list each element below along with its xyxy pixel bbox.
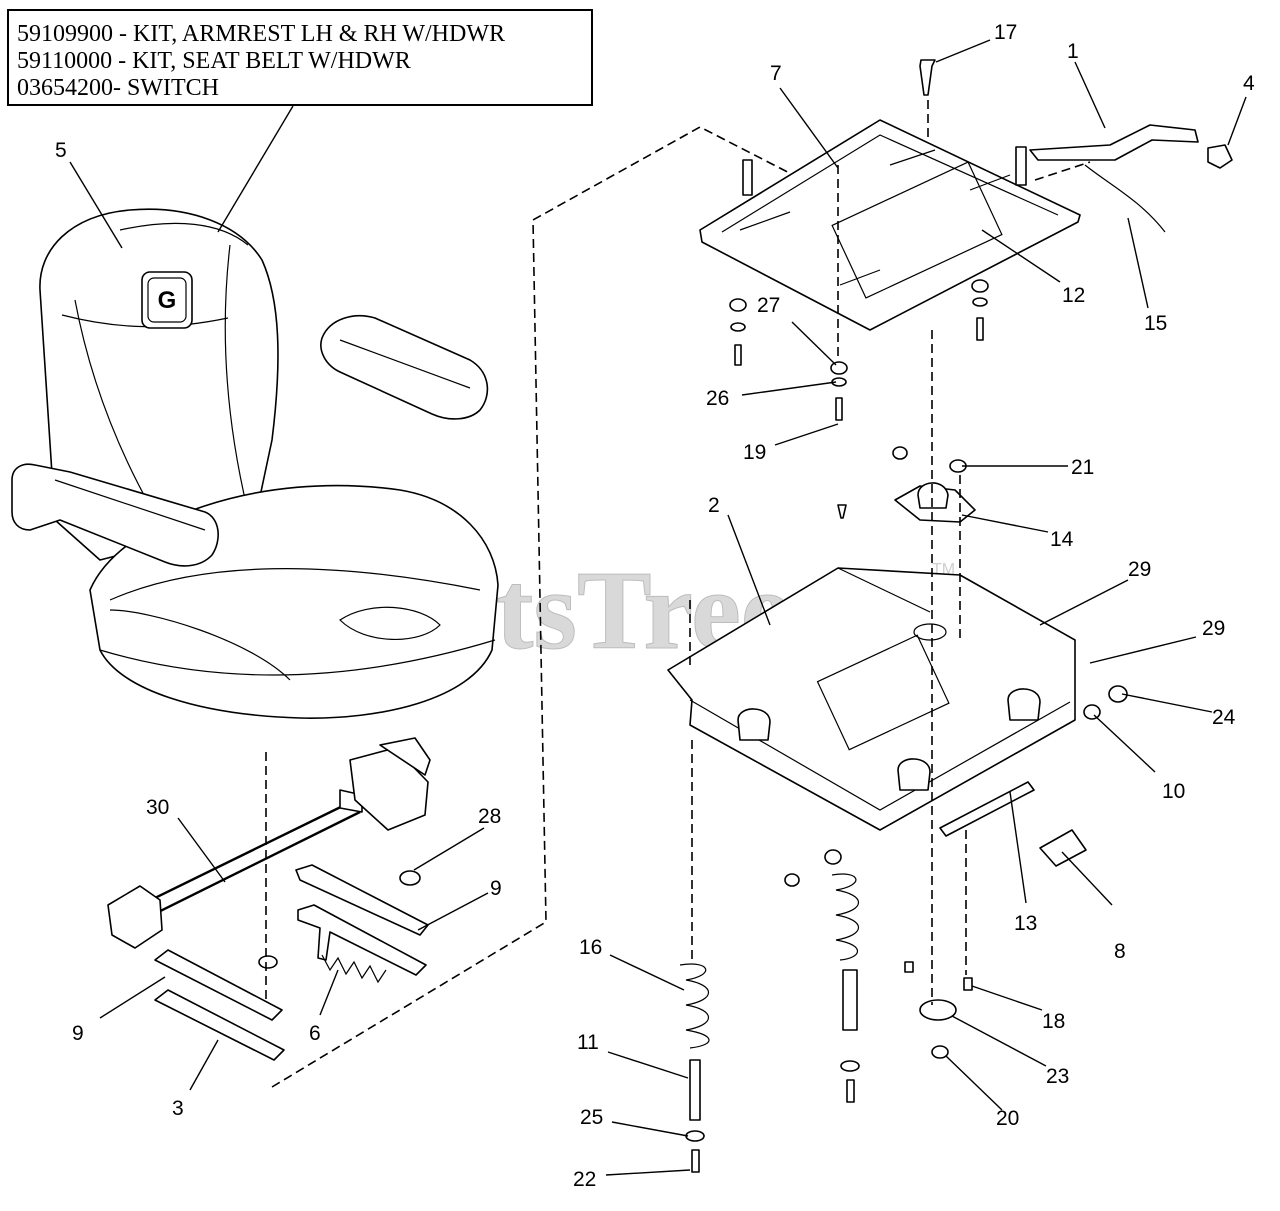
- base-plate: [667, 567, 1076, 831]
- callout-22: 22: [573, 1168, 596, 1191]
- callout-8: 8: [1114, 940, 1126, 963]
- callout-19: 19: [743, 441, 766, 464]
- callout-18: 18: [1042, 1010, 1065, 1033]
- seat: G: [11, 208, 499, 719]
- callout-labels: 1 2 3 4 5 6 7 8 9 9 10 11 12 13 14 15 16…: [55, 21, 1255, 1191]
- spring-bolt-center: [784, 849, 860, 1103]
- spring-bolt-left: [679, 963, 710, 1173]
- callout-23: 23: [1046, 1065, 1069, 1088]
- callout-28: 28: [478, 805, 501, 828]
- callout-3: 3: [172, 1097, 184, 1120]
- callout-5: 5: [55, 139, 67, 162]
- callout-11: 11: [577, 1031, 599, 1054]
- seat-switch-harness: [107, 737, 431, 949]
- callout-30: 30: [146, 796, 169, 819]
- callout-9a: 9: [490, 877, 502, 900]
- callout-21: 21: [1071, 456, 1094, 479]
- kit-line-seat-belt: 59110000 - KIT, SEAT BELT W/HDWR: [17, 48, 411, 74]
- kit-list-box: 59109900 - KIT, ARMREST LH & RH W/HDWR 5…: [7, 9, 593, 106]
- kit-line-switch: 03654200- SWITCH: [17, 75, 219, 101]
- slide-lever: [742, 59, 1233, 233]
- callout-6: 6: [309, 1022, 321, 1045]
- callout-26: 26: [706, 387, 729, 410]
- callout-29b: 29: [1202, 617, 1225, 640]
- callout-9b: 9: [72, 1022, 84, 1045]
- callout-20: 20: [996, 1107, 1019, 1130]
- callout-7: 7: [770, 62, 782, 85]
- slide-plate: [699, 119, 1081, 331]
- callout-14: 14: [1050, 528, 1074, 551]
- callout-25: 25: [580, 1106, 603, 1129]
- callout-24: 24: [1212, 706, 1236, 729]
- callout-16: 16: [579, 936, 602, 959]
- callout-12: 12: [1062, 284, 1085, 307]
- kit-line-armrest: 59109900 - KIT, ARMREST LH & RH W/HDWR: [17, 21, 506, 47]
- callout-27: 27: [757, 294, 780, 317]
- callout-15: 15: [1144, 312, 1167, 335]
- leader-lines: [69, 39, 1247, 1176]
- assembly-boundary: [271, 126, 843, 1088]
- isolator-mount: [837, 446, 976, 523]
- seat-logo-letter: G: [158, 287, 177, 314]
- callout-1: 1: [1067, 40, 1079, 63]
- callout-17: 17: [994, 21, 1017, 44]
- callout-10: 10: [1162, 780, 1185, 803]
- callout-13: 13: [1014, 912, 1037, 935]
- callout-2: 2: [708, 494, 720, 517]
- callout-4: 4: [1243, 72, 1255, 95]
- callout-29a: 29: [1128, 558, 1151, 581]
- assembly-centerlines: [689, 100, 1091, 1005]
- switch-plates: [154, 864, 429, 1061]
